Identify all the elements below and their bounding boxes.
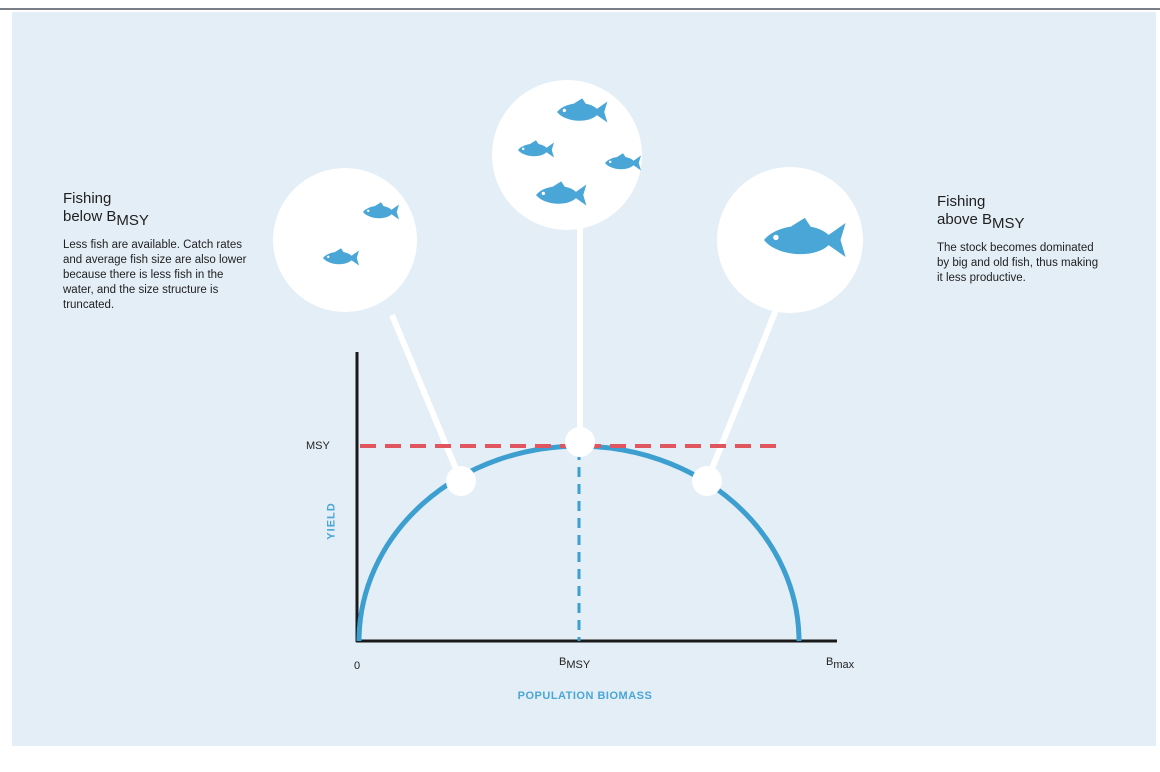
x-axis-label: POPULATION BIOMASS bbox=[517, 690, 653, 702]
note-below-body: Less fish are available. Catch rates and… bbox=[63, 239, 247, 311]
y-tick-msy: MSY bbox=[306, 440, 330, 452]
note-above-title-sub: MSY bbox=[992, 215, 1025, 232]
x-tick-zero: 0 bbox=[354, 660, 361, 672]
note-above-title-line1: Fishing bbox=[937, 193, 986, 210]
x-tick-bmsy: BMSY bbox=[559, 656, 590, 671]
note-below-title: Fishing below BMSY bbox=[63, 190, 248, 230]
x-tick-bmax-sub: max bbox=[833, 659, 855, 671]
x-tick-bmax-main: B bbox=[826, 656, 834, 668]
bubble-at-bmsy bbox=[492, 80, 642, 230]
x-tick-bmsy-sub: MSY bbox=[566, 659, 591, 671]
marker-at bbox=[565, 427, 595, 457]
marker-below bbox=[446, 466, 476, 496]
note-above-title: Fishing above BMSY bbox=[937, 193, 1102, 233]
note-below-title-line2: below B bbox=[63, 208, 117, 225]
bubble-below-bmsy bbox=[273, 168, 417, 312]
connector-below bbox=[389, 313, 464, 483]
x-tick-bmsy-main: B bbox=[559, 656, 567, 668]
y-axis-label: YIELD bbox=[325, 502, 338, 540]
note-below-title-sub: MSY bbox=[116, 212, 149, 229]
note-above-title-line2: above B bbox=[937, 211, 993, 228]
note-below-title-line1: Fishing bbox=[63, 190, 112, 207]
x-tick-bmax: Bmax bbox=[826, 656, 854, 671]
marker-above bbox=[692, 466, 722, 496]
note-above-bmsy: Fishing above BMSY The stock becomes dom… bbox=[937, 193, 1102, 286]
note-below-bmsy: Fishing below BMSY Less fish are availab… bbox=[63, 190, 248, 313]
note-above-body: The stock becomes dominated by big and o… bbox=[937, 242, 1099, 284]
top-rule bbox=[0, 8, 1160, 10]
connector-above bbox=[704, 298, 783, 483]
